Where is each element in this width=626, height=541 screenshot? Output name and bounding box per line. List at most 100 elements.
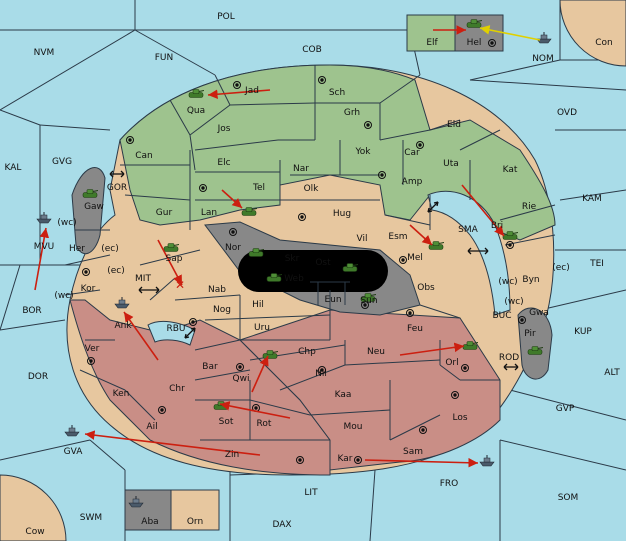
- label-sea: Cow: [25, 527, 44, 537]
- region-elf[interactable]: [406, 14, 456, 52]
- label-sea: NVM: [34, 48, 55, 58]
- label-land: Olk: [304, 184, 320, 194]
- label-sea: KAM: [582, 194, 602, 204]
- label-sea: GOR: [107, 183, 127, 193]
- label-land: Orl: [445, 358, 458, 368]
- pir-peninsula: [517, 307, 553, 380]
- label-sea: ROD: [499, 353, 519, 363]
- label-land: Ost: [315, 258, 331, 268]
- label-land: Uru: [254, 323, 270, 333]
- label-sea: SOM: [558, 493, 579, 503]
- label-land: Sot: [219, 417, 234, 427]
- label-land: Amp: [402, 177, 423, 187]
- units: ✕: [36, 18, 552, 508]
- province-borders: [64, 65, 556, 475]
- land-labels: Elf Hel Jad Sch Qua Jos Grh Eld Can Elc …: [34, 38, 549, 527]
- label-land: Rie: [522, 202, 537, 212]
- label-sea: COB: [302, 45, 322, 55]
- label-land: Nar: [293, 164, 309, 174]
- label-land: Nab: [208, 285, 226, 295]
- label-land: Ank: [114, 321, 132, 331]
- sea-labels: POL NVM FUN COB Con NOM OVD KAL GVG GOR …: [5, 12, 621, 537]
- label-land: Sch: [329, 88, 345, 98]
- label-land: Grh: [344, 108, 360, 118]
- label-coast: (ec): [552, 263, 570, 273]
- label-sea: ALT: [604, 368, 620, 378]
- label-sea: MIT: [135, 274, 151, 284]
- label-sea: BOR: [22, 306, 41, 316]
- label-land: Nil: [315, 369, 327, 379]
- label-sea: TEI: [589, 259, 604, 269]
- label-sea: KAL: [5, 163, 22, 173]
- label-land: Hil: [252, 300, 264, 310]
- label-sea: GVA: [64, 447, 84, 457]
- sea-con: [559, 0, 626, 67]
- label-land: Bar: [202, 362, 218, 372]
- label-sea: BUC: [492, 311, 511, 321]
- coast-labels: (wc) (ec) (ec) (wc) (wc) (ec) (wc): [54, 218, 569, 307]
- label-land: Gaw: [84, 202, 104, 212]
- label-sea: FUN: [155, 53, 174, 63]
- label-land: Web: [284, 274, 304, 284]
- label-land: Car: [404, 148, 420, 158]
- label-land: Hel: [467, 38, 482, 48]
- label-coast: (wc): [498, 277, 517, 287]
- label-sea: KUP: [574, 327, 592, 337]
- label-land: Obs: [417, 283, 435, 293]
- label-land: Tel: [252, 183, 265, 193]
- label-land: Kat: [503, 165, 518, 175]
- label-land: Pir: [524, 329, 536, 339]
- label-land: Gur: [156, 208, 173, 218]
- label-coast: (wc): [504, 297, 523, 307]
- label-land: Aba: [141, 517, 158, 527]
- label-land: Nor: [225, 243, 241, 253]
- label-land: Eun: [324, 295, 341, 305]
- label-land: Can: [135, 151, 153, 161]
- label-sea: SMA: [458, 225, 478, 235]
- label-land: Jos: [217, 124, 231, 134]
- label-land: MVU: [34, 242, 55, 252]
- label-sea: SWM: [80, 513, 102, 523]
- label-coast: (wc): [54, 291, 73, 301]
- label-land: Vil: [357, 234, 368, 244]
- sea-cow: [0, 474, 67, 541]
- label-land: Sap: [166, 254, 183, 264]
- region-orn[interactable]: [170, 489, 220, 531]
- label-land: Yok: [354, 147, 371, 157]
- label-land: Ail: [146, 422, 157, 432]
- label-land: Rot: [257, 419, 272, 429]
- label-land: Mou: [344, 422, 363, 432]
- spiral-landmass: [66, 64, 556, 476]
- label-sea: Con: [595, 38, 613, 48]
- label-land: Her: [69, 244, 85, 254]
- label-land: Neu: [367, 347, 385, 357]
- supply-centers: [82, 39, 526, 464]
- label-land: Uta: [443, 159, 459, 169]
- label-sea: DOR: [28, 372, 48, 382]
- label-land: Byn: [522, 275, 539, 285]
- label-sea: FRO: [440, 479, 459, 489]
- gaw-peninsula: [71, 167, 106, 255]
- label-land: Bri: [491, 221, 503, 231]
- label-land: Lan: [201, 208, 217, 218]
- crossing-markers: [109, 170, 519, 371]
- label-sea: LIT: [304, 488, 318, 498]
- label-sea: GVP: [556, 404, 575, 414]
- label-land: Los: [452, 413, 467, 423]
- label-coast: (ec): [107, 266, 125, 276]
- label-land: Esm: [388, 232, 407, 242]
- label-sea: POL: [217, 12, 235, 22]
- label-land: Orn: [187, 517, 203, 527]
- label-coast: (ec): [101, 244, 119, 254]
- label-land: Sun: [360, 296, 377, 306]
- region-aba[interactable]: [124, 489, 172, 531]
- label-land: Gwa: [529, 308, 549, 318]
- label-sea: DAX: [272, 520, 291, 530]
- label-land: Elf: [426, 38, 438, 48]
- order-arrows: [34, 25, 505, 468]
- label-land: Kaa: [335, 390, 352, 400]
- label-land: Jad: [244, 86, 259, 96]
- label-sea: RBU: [166, 324, 185, 334]
- label-land: Chr: [169, 384, 185, 394]
